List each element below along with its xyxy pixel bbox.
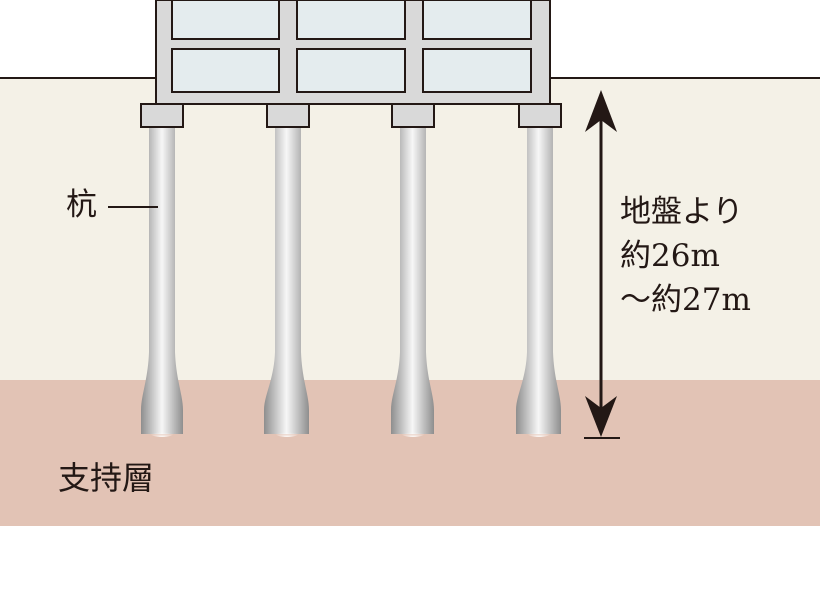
pile-cap [518,103,562,128]
window [171,48,280,93]
window [296,0,406,40]
pile-label: 杭 [66,187,97,223]
window [422,0,532,40]
pile-tip-glow [401,429,425,437]
depth-label-line: 地盤より [620,194,744,230]
window [296,48,406,93]
pile [391,103,435,437]
pile-shaft [141,127,183,434]
pile-tip-glow [275,429,299,437]
pile-cap [266,103,310,128]
bearing-layer-label: 支持層 [58,459,155,497]
pile [264,103,310,437]
arrow-down-icon [585,396,617,437]
pile-tip-glow [527,429,551,437]
depth-label: 地盤より 約26m 〜約27m [620,190,751,322]
pile-shaft [391,127,434,434]
arrow-up-icon [585,90,617,132]
depth-label-line: 〜約27m [620,282,751,318]
pile-shaft [516,127,561,434]
pile-cap [140,103,184,128]
pile [516,103,562,437]
window [422,48,532,93]
window [171,0,280,40]
depth-dimension [584,90,620,439]
pile-cap [391,103,435,128]
pile [140,103,184,437]
pile-tip-glow [150,429,174,437]
depth-label-line: 約26m [620,238,720,274]
building [155,0,551,105]
pile-shaft [264,127,309,434]
